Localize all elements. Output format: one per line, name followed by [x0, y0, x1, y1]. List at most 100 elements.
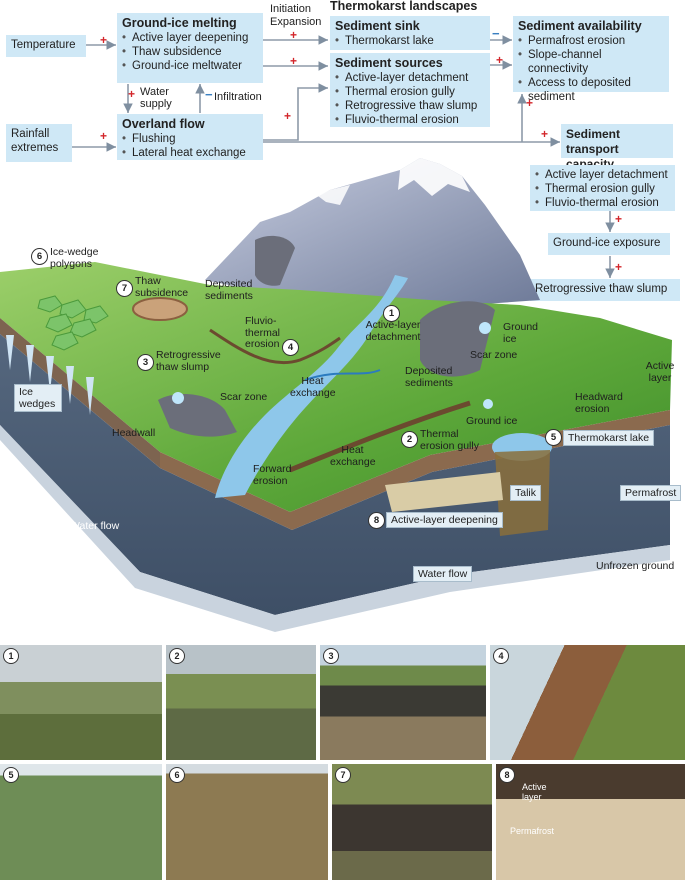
photo-8: 8 Active layer Permafrost	[496, 764, 685, 880]
ground-ice-lens	[483, 399, 493, 409]
talik-label: Talik	[510, 485, 542, 501]
river	[215, 275, 408, 498]
diagram-number-7: 7	[116, 280, 133, 297]
photo-number: 2	[169, 648, 185, 664]
plus-sign: +	[526, 96, 534, 110]
photo-number: 6	[169, 767, 185, 783]
water-supply-label: Water supply	[140, 86, 172, 110]
thermal-gully-label: Thermal erosion gully	[420, 428, 479, 452]
headwall-label: Headwall	[112, 427, 156, 439]
water-flow-left-label: Water flow	[70, 520, 120, 532]
active-layer-detachment-label: Active-layer detachment	[365, 319, 421, 343]
plus-sign: +	[290, 54, 298, 68]
landscape-block-diagram	[0, 158, 672, 632]
sediment-sink-box: Sediment sink Thermokarst lake	[330, 16, 490, 50]
sediment-availability-box: Sediment availability Permafrost erosion…	[513, 16, 669, 103]
diagram-number-2: 2	[401, 431, 418, 448]
thermokarst-lake-label: Thermokarst lake	[563, 430, 655, 446]
ground-surface	[0, 262, 672, 512]
deposited-sediments-top-label: Deposited sediments	[205, 278, 253, 302]
sa-item: Permafrost erosion	[518, 34, 664, 48]
ground-ice-lens	[479, 322, 491, 334]
ice-wedges	[6, 335, 94, 415]
permafrost-label: Permafrost	[620, 485, 682, 501]
diagram-number-8: 8	[368, 512, 385, 529]
fluvio-thermal-channel	[209, 328, 341, 365]
heat-exchange-1-label: Heat exchange	[290, 375, 336, 399]
rainfall-label: Rainfall extremes	[11, 128, 59, 154]
ground-ice-melting-title: Ground-ice melting	[122, 16, 237, 30]
photo-number: 1	[3, 648, 19, 664]
plus-sign: +	[496, 53, 504, 67]
deepening-zone	[385, 472, 503, 512]
temperature-label: Temperature	[11, 39, 76, 51]
photo-2: 2	[166, 645, 316, 760]
photo-4: 4	[490, 645, 685, 760]
active-layer-label: Active layer	[645, 360, 675, 384]
overland-flow-title: Overland flow	[122, 117, 205, 131]
photo-3: 3	[320, 645, 486, 760]
sediment-sink-title: Sediment sink	[335, 19, 420, 33]
temperature-box: Temperature	[6, 35, 86, 57]
photo-number: 3	[323, 648, 339, 664]
expansion-label: Expansion	[270, 16, 322, 28]
diagram-number-1: 1	[383, 305, 400, 322]
photo-1: 1	[0, 645, 162, 760]
photo-number: 8	[499, 767, 515, 783]
ground-ice-mid-label: Ground ice	[466, 415, 518, 427]
sediment-availability-title: Sediment availability	[518, 19, 642, 33]
thaw-subsidence-label: Thaw subsidence	[135, 275, 189, 299]
transport-capacity-box: Sediment transport capacity	[561, 124, 673, 171]
plus-sign: +	[290, 28, 298, 42]
photo-number: 7	[335, 767, 351, 783]
overland-flow-box: Overland flow Flushing Lateral heat exch…	[117, 114, 263, 160]
ground-ice-exposure-box: Ground-ice exposure	[548, 233, 670, 255]
plus-sign: +	[100, 129, 108, 143]
thermal-erosion-gully	[289, 400, 471, 473]
diagram-number-4: 4	[282, 339, 299, 356]
slump-box: Retrogressive thaw slump	[530, 279, 680, 301]
fluvio-thermal-label: Fluvio-thermal erosion	[245, 315, 281, 350]
sa-item: Slope-channel connectivity	[518, 48, 664, 76]
ground-ice-exposure-label: Ground-ice exposure	[553, 237, 661, 249]
mountain-snow	[318, 185, 350, 205]
diagram-number-5: 5	[545, 429, 562, 446]
unfrozen-ground	[0, 425, 670, 632]
slump-scar-right	[420, 301, 495, 377]
src-item: Thermal erosion gully	[335, 85, 485, 99]
plus-sign: +	[615, 212, 623, 226]
src-item: Active-layer detachment	[335, 71, 485, 85]
photo-number: 4	[493, 648, 509, 664]
minus-sign: −	[205, 87, 213, 102]
permafrost-body	[0, 334, 670, 615]
scar-zone-right-label: Scar zone	[470, 349, 518, 361]
of-item: Flushing	[122, 132, 258, 146]
photo-6: 6	[166, 764, 328, 880]
deposited-sediments-right-label: Deposited sediments	[405, 365, 453, 389]
plus-sign: +	[128, 87, 136, 101]
sediment-sources-box: Sediment sources Active-layer detachment…	[330, 53, 490, 127]
photo8-permafrost: Permafrost	[510, 826, 555, 836]
sa-item: Access to deposited sediment	[518, 76, 664, 104]
gim-item: Ground-ice meltwater	[122, 59, 258, 73]
active-layer-left	[0, 318, 160, 468]
slump-scar-top	[255, 235, 295, 286]
active-layer-deepening-label: Active-layer deepening	[386, 512, 503, 528]
side-item: Fluvio-thermal erosion	[535, 196, 670, 210]
minus-sign: −	[492, 26, 500, 41]
ss-item: Thermokarst lake	[335, 34, 485, 48]
photo-5: 5	[0, 764, 162, 880]
sediment-sources-title: Sediment sources	[335, 56, 443, 70]
ground-ice-top-label: Ground ice	[503, 321, 539, 345]
scar-zone-left-label: Scar zone	[220, 391, 268, 403]
slump-label: Retrogressive thaw slump	[535, 283, 668, 295]
thermokarst-title: Thermokarst landscapes	[330, 0, 478, 13]
side-list-box: Active layer detachment Thermal erosion …	[530, 165, 675, 211]
src-item: Fluvio-thermal erosion	[335, 113, 485, 127]
slump-scar-left	[158, 394, 237, 437]
diagram-number-3: 3	[137, 354, 154, 371]
unfrozen-ground-label: Unfrozen ground	[596, 560, 675, 572]
ice-wedge-polygon-field	[37, 295, 109, 351]
of-item: Lateral heat exchange	[122, 146, 258, 160]
forward-erosion-label: Forward erosion	[253, 463, 292, 487]
